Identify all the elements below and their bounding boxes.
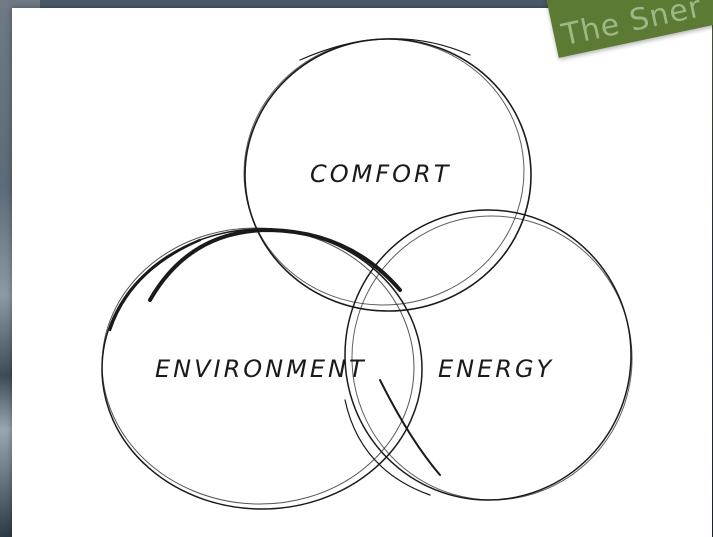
environment-circle: [101, 227, 441, 510]
energy-label: ENERGY: [438, 355, 554, 383]
comfort-circle: [243, 38, 532, 312]
diagram-paper: [12, 8, 712, 537]
comfort-label: COMFORT: [310, 160, 451, 188]
environment-label: ENVIRONMENT: [155, 355, 367, 383]
energy-circle: [344, 209, 633, 501]
